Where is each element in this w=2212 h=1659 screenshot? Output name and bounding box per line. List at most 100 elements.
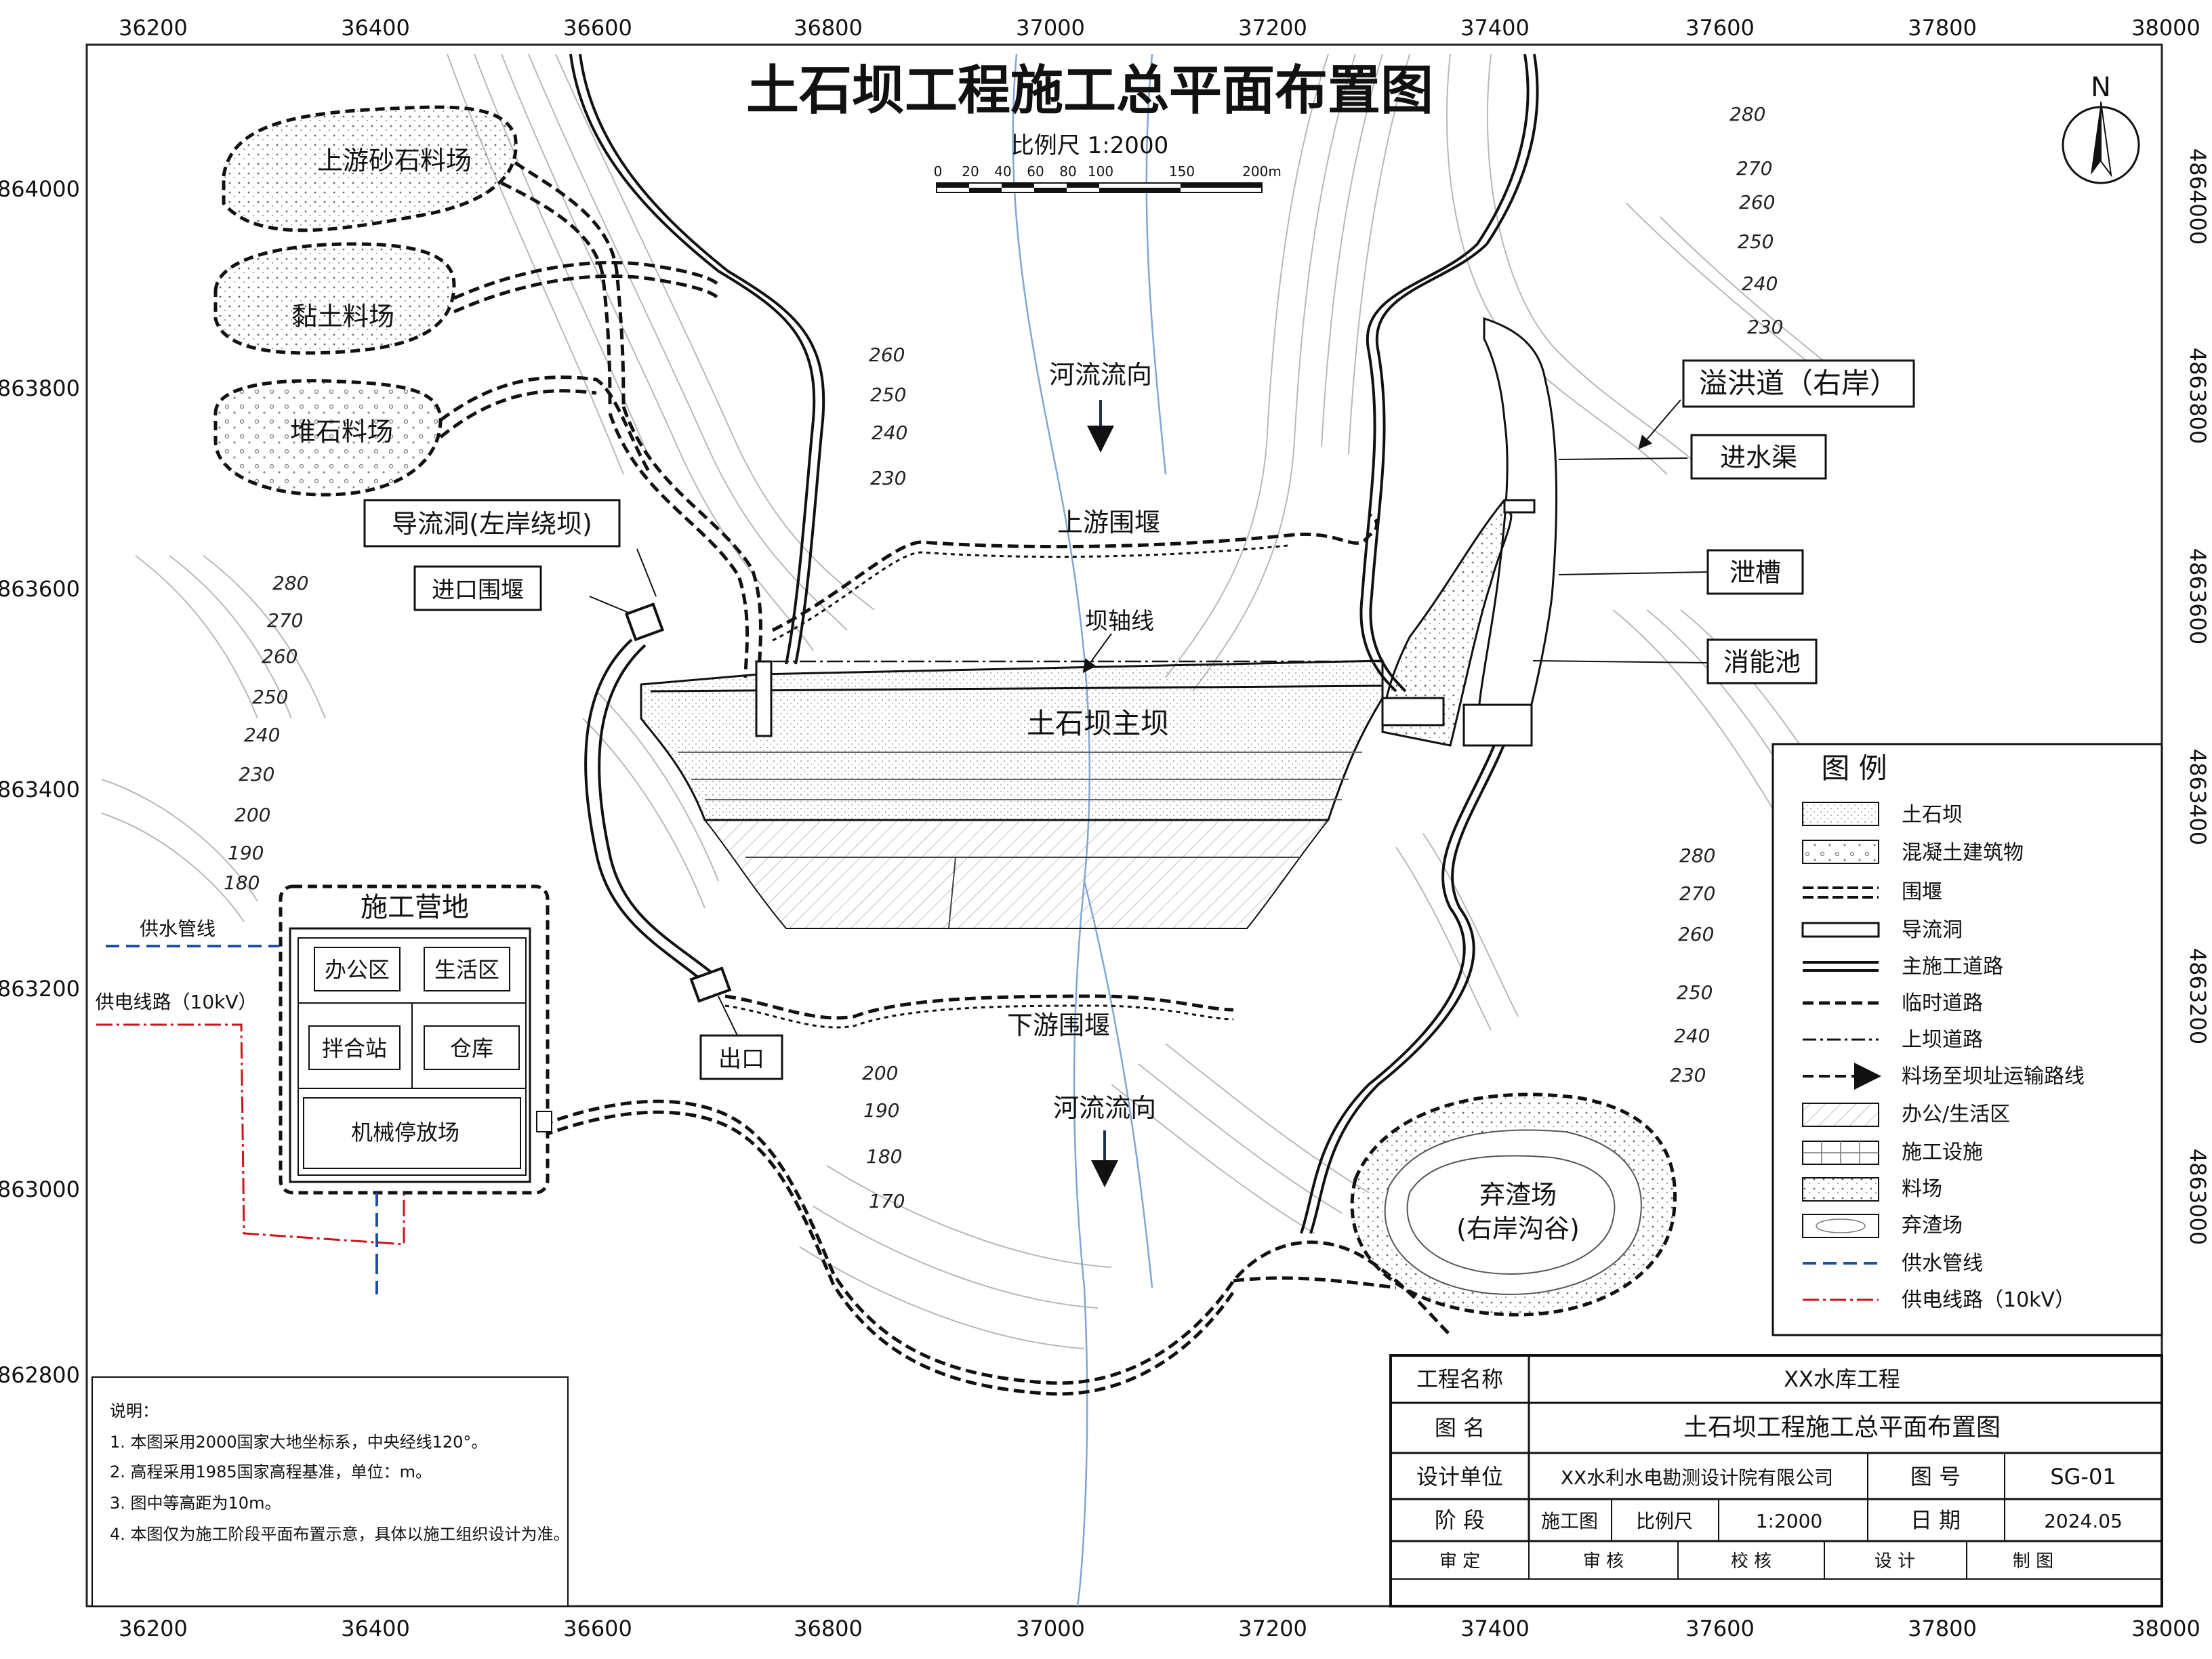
flow-label-upstream: 河流流向 [1049,360,1152,390]
borrow-labels: 上游砂石料场 黏土料场 堆石料场 [290,146,472,447]
x-tick-label: 37600 [1685,1616,1755,1641]
scale-ticks: 0 20 40 60 80 100 150 200m [934,163,1282,180]
x-tick-label: 37600 [1685,15,1755,41]
contour-label: 270 [267,609,303,632]
downstream-road [541,1099,1452,1396]
tb-sign-item: 校 核 [1731,1551,1771,1572]
x-axis-top: 36200 36400 36600 36800 37000 37200 3740… [119,15,2200,41]
upstream-cofferdam-label: 上游围堰 [1057,508,1160,537]
north-arrow [2062,101,2140,184]
tb-scale-label: 比例尺 [1636,1510,1693,1532]
scale-tick: 60 [1027,163,1044,180]
dam-axis-label: 坝轴线 [1085,608,1154,635]
scale-bar [936,182,1263,193]
legend-item: 供电线路（10kV） [1902,1288,2075,1312]
scale-tick: 80 [1059,163,1076,180]
contour-label: 280 [1729,103,1765,125]
y-tick-label: 4863000 [2185,1149,2211,1246]
borrow-gravel-area [222,105,518,232]
contour-label: 250 [870,384,906,406]
water-pipe-label: 供水管线 [140,918,216,940]
legend-title: 图 例 [1821,752,1887,785]
scale-label: 比例尺 1:2000 [1011,132,1168,159]
contour-label: 280 [272,572,308,594]
legend-item: 施工设施 [1902,1141,1983,1164]
notes-heading: 说明： [110,1401,159,1420]
x-axis-bottom: 36200 36400 36600 36800 37000 37200 3740… [119,1616,2200,1641]
tb-designer: XX水利水电勘测设计院有限公司 [1561,1467,1833,1489]
main-dam-body [640,659,1384,929]
spillway-pointer [1638,399,1681,450]
borrow-rock-area [213,379,443,497]
y-tick-label: 4863600 [0,576,80,602]
notes: 说明： 1. 本图采用2000国家大地坐标系，中央经线120°。 2. 高程采用… [110,1401,570,1544]
contour-label: 230 [1670,1064,1706,1086]
y-tick-label: 4863000 [0,1176,80,1202]
legend-item: 上坝道路 [1902,1028,1983,1052]
main-dam-label: 土石坝主坝 [1027,707,1169,740]
legend-item: 主施工道路 [1902,955,2003,979]
construction-camp [279,884,552,1195]
contour-label: 250 [252,686,288,708]
power-line [96,1023,405,1246]
contour-labels-left: 280 270 260 250 240 230 200 190 180 [224,572,308,894]
mixing-label: 拌合站 [322,1036,387,1061]
upstream-cofferdam-2 [772,544,1288,642]
x-tick-label: 37200 [1238,15,1307,41]
contour-label: 240 [244,724,280,746]
note-item: 3. 图中等高距为10m。 [110,1494,281,1513]
x-tick-label: 37800 [1908,15,1977,41]
y-tick-label: 4863400 [2185,749,2211,846]
contour-label: 230 [1747,316,1783,338]
x-tick-label: 36600 [563,15,632,41]
x-tick-label: 37200 [1238,1616,1307,1641]
contour-label: 260 [262,645,298,668]
y-tick-label: 4863800 [2185,348,2211,445]
tb-number: SG-01 [2050,1464,2116,1490]
tb-sign-item: 审 核 [1583,1551,1624,1572]
warehouse-label: 仓库 [450,1036,493,1061]
contour-label: 250 [1677,981,1713,1004]
legend-item: 土石坝 [1902,803,1963,827]
outlet-label: 出口 [718,1046,764,1073]
contour-labels-right: 280 270 260 250 240 230 [1670,844,1715,1086]
x-tick-label: 38000 [2131,1616,2200,1641]
flow-label-downstream: 河流流向 [1053,1093,1156,1123]
legend-item: 料场至坝址运输路线 [1902,1065,2085,1088]
map-title: 土石坝工程施工总平面布置图 [746,60,1433,121]
contour-labels-top-right: 280 270 260 250 240 230 [1729,103,1783,338]
power-line-label: 供电线路（10kV） [96,991,258,1013]
downstream-cofferdam [724,994,1234,1020]
tunnel-pointer [636,548,657,597]
tb-designer-label: 设计单位 [1416,1464,1503,1490]
contour-label: 260 [1678,923,1714,945]
legend-swatches [1801,802,1881,1301]
spoil-label: 弃渣场 [1479,1180,1557,1210]
legend-item: 混凝土建筑物 [1902,841,2024,865]
tb-sign-item: 制 图 [2013,1551,2053,1572]
y-tick-label: 4864000 [0,176,80,202]
scale-tick: 40 [994,163,1011,180]
contour-label: 240 [1674,1025,1710,1047]
x-tick-label: 36400 [341,15,410,41]
contour-label: 240 [1742,272,1778,295]
camp-title: 施工营地 [361,892,469,923]
contour-label: 230 [870,467,906,489]
note-item: 2. 高程采用1985国家高程基准，单位：m。 [110,1462,432,1481]
y-tick-label: 4863800 [0,375,80,401]
contour-label: 280 [1679,844,1715,867]
tb-drawing-label: 图 名 [1435,1415,1485,1441]
contour-label: 180 [224,872,260,894]
living-label: 生活区 [434,957,499,983]
legend-item: 弃渣场 [1902,1214,1963,1237]
contour-labels-downstream: 200 190 180 170 [862,1062,905,1212]
y-tick-label: 4862800 [0,1362,80,1388]
contour-label: 260 [869,344,905,366]
borrow-rock-label: 堆石料场 [290,417,393,447]
x-tick-label: 36200 [119,1616,188,1641]
tb-phase: 施工图 [1541,1510,1598,1532]
contour-label: 250 [1738,230,1774,253]
tunnel-inlet [624,602,665,642]
y-tick-label: 4864000 [2185,148,2211,245]
spoil-sub-label: (右岸沟谷) [1456,1214,1580,1244]
